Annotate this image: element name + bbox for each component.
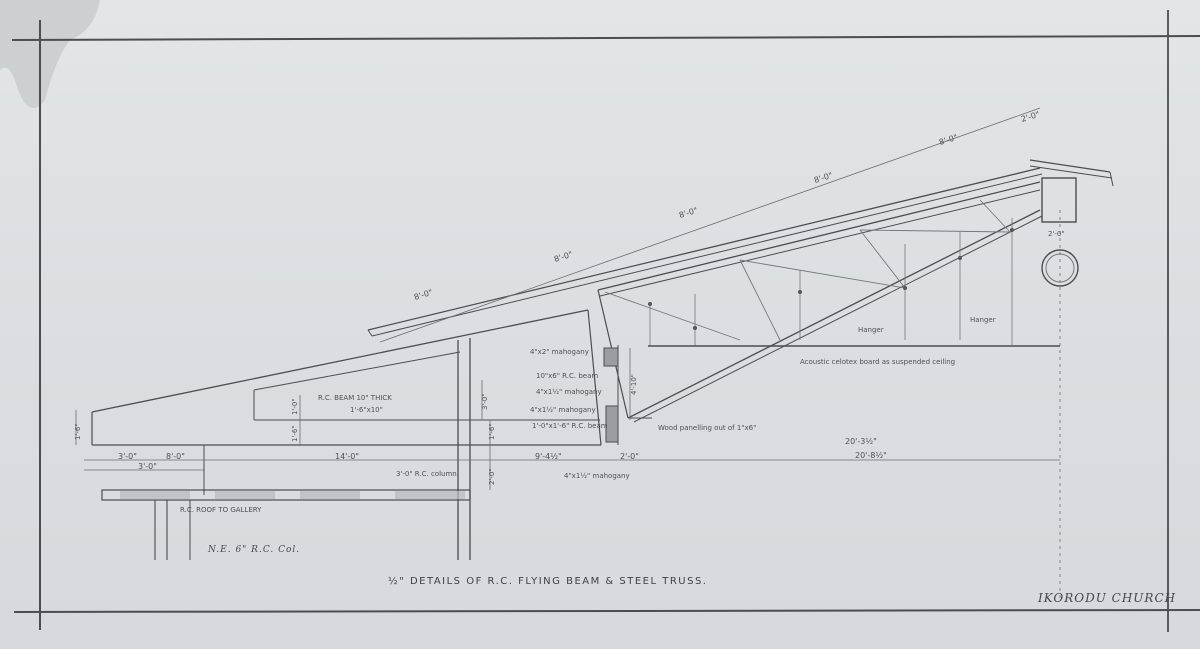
slope-dim-4: 8'-0" [813,171,834,185]
height-1-6c: 1'-6" [488,423,496,440]
height-1-6b: 1'-6" [291,425,299,442]
wood-panelling-label: Wood panelling out of 1"x6" [658,424,756,432]
dim-8-0: 8'-0" [166,452,185,461]
height-1-6: 1'-6" [74,423,82,440]
rc-column [101,338,471,560]
dimension-text: 8'-0" 8'-0" 8'-0" 8'-0" 8'-0" 2'-0" 2'-0… [74,110,1065,485]
drawing-title: ½" DETAILS OF R.C. FLYING BEAM & STEEL T… [388,575,707,587]
dim-2-0: 2'-0" [620,452,639,461]
roof-slab [91,309,602,495]
timber-members [603,345,619,445]
height-3-0: 3'-0" [481,393,489,410]
hanger-1: Hanger [858,326,884,334]
border-frame [11,10,1200,632]
dimension-lines [75,107,1060,490]
dim-20-3: 20'-3½" [845,437,877,446]
dim-14-0: 14'-0" [335,452,359,461]
mahogany-1: 4"x2" mahogany [530,348,589,356]
rc-roof-label: R.C. ROOF TO GALLERY [180,506,262,514]
wall-plate [1041,177,1079,600]
mahogany-2: 4"x1½" mahogany [536,388,602,396]
column-label: 3'-0" R.C. column [396,470,457,478]
mahogany-3: 4"x1½" mahogany [530,406,596,414]
top-width-dim: 2'-0" [1048,230,1065,238]
rc-beam-label: R.C. BEAM 10" THICK [318,394,392,402]
mahogany-4: 4"x1½" mahogany [564,472,630,480]
roof-sheeting [367,159,1114,337]
rc-beam-top-label: 10"x6" R.C. beam [536,372,598,380]
project-name: IKORODU CHURCH [1037,591,1176,605]
dim-3-0b: 3'-0" [138,462,157,471]
annotations: R.C. BEAM 10" THICK 1'-6"x10" R.C. ROOF … [180,316,996,555]
dim-20-8: 20'-8½" [855,451,887,460]
acoustic-label: Acoustic celotex board as suspended ceil… [800,358,955,366]
bottom-note: N.E. 6" R.C. Col. [207,545,300,555]
rc-beam-small-label: 1'-0"x1'-6" R.C. beam [532,422,608,430]
beam-size-label: 1'-6"x10" [350,406,383,414]
slope-dim-5: 8'-0" [938,133,959,147]
dim-3-0: 3'-0" [118,452,137,461]
slope-dim-1: 8'-0" [413,288,434,302]
slope-dim-6: 2'-0" [1020,110,1041,124]
height-2-0: 2'-0" [488,468,496,485]
hanger-2: Hanger [970,316,996,324]
dim-9-4: 9'-4½" [535,452,562,461]
slope-dim-2: 8'-0" [553,250,574,264]
water-stain [0,0,100,108]
steel-truss [597,181,1043,423]
height-4-10: 4'-10" [630,374,638,395]
height-1-0: 1'-0" [291,398,299,415]
slope-dim-3: 8'-0" [678,206,699,220]
